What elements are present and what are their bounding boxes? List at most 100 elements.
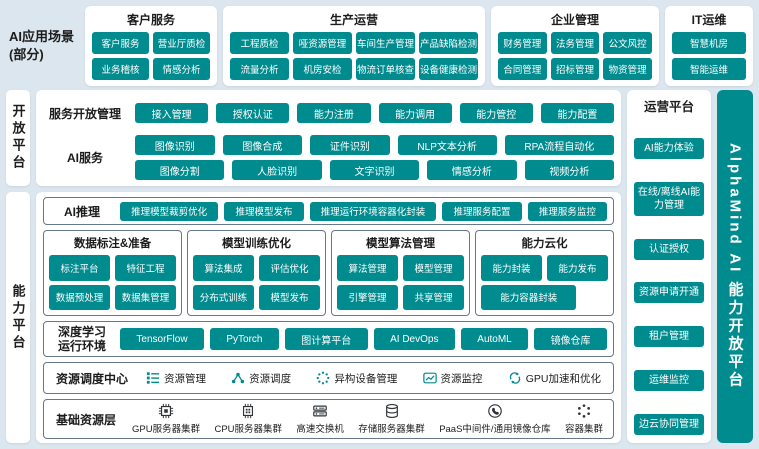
ops-chip: 资源申请开通 bbox=[634, 282, 704, 304]
scenario-chip: 情感分析 bbox=[153, 58, 210, 80]
platform-side-labels: 开放平台 能力平台 bbox=[6, 90, 30, 443]
scheduling-item: 资源管理 bbox=[146, 371, 206, 386]
scenario-chip: 合同管理 bbox=[498, 58, 547, 80]
base-items: GPU服务器集群 CPU服务器集群 高速交换机 存储服务器集群 bbox=[128, 403, 607, 435]
base-item: PaaS中间件/通用镜像仓库 bbox=[439, 403, 551, 435]
chip-rows: 图像识别 图像合成 证件识别 NLP文本分析 RPA流程自动化 图像分割 人脸识… bbox=[135, 135, 615, 180]
chart-monitor-icon bbox=[422, 372, 437, 384]
group-title: IT运维 bbox=[691, 13, 727, 27]
capability-chip: 推理模型裁剪优化 bbox=[120, 201, 219, 221]
scenario-chip: 财务管理 bbox=[498, 32, 547, 54]
gpu-chip-icon bbox=[158, 403, 174, 419]
open-platform-side-label: 开放平台 bbox=[6, 90, 30, 186]
capability-platform-side-label: 能力平台 bbox=[6, 192, 30, 443]
deep-learning-env-row: 深度学习 运行环境 TensorFlow PyTorch 图计算平台 AI De… bbox=[43, 321, 614, 357]
base-item: 存储服务器集群 bbox=[358, 403, 425, 435]
row-title: 深度学习 运行环境 bbox=[50, 325, 114, 354]
quad-grid: 算法集成 评估优化 分布式训练 模型发布 bbox=[193, 255, 320, 310]
capability-chip: 能力注册 bbox=[297, 103, 371, 123]
quad-capability-cloud: 能力云化 能力封装 能力发布 能力容器封装 bbox=[475, 230, 614, 316]
base-item-label: PaaS中间件/通用镜像仓库 bbox=[439, 424, 551, 435]
capability-chip: 推理服务配置 bbox=[442, 201, 522, 221]
capability-chip: 人脸识别 bbox=[232, 160, 322, 180]
capability-chip: 图像识别 bbox=[135, 135, 215, 155]
cpu-chip-icon bbox=[243, 403, 254, 419]
quad-title: 能力云化 bbox=[521, 238, 568, 250]
capability-chip: 特征工程 bbox=[115, 255, 176, 281]
paas-icon bbox=[488, 404, 502, 418]
capability-chip: 图像分割 bbox=[135, 160, 225, 180]
chip-row: 推理模型裁剪优化 推理模型发布 推理运行环境容器化封装 推理服务配置 推理服务监… bbox=[120, 201, 607, 221]
scenario-chip: 物流订单核查 bbox=[356, 58, 415, 80]
capability-platform-panel: AI推理 推理模型裁剪优化 推理模型发布 推理运行环境容器化封装 推理服务配置 … bbox=[36, 192, 621, 443]
capability-chip: 标注平台 bbox=[49, 255, 110, 281]
base-item: GPU服务器集群 bbox=[132, 403, 200, 435]
scenario-chip: 物资管理 bbox=[603, 58, 652, 80]
group-title: 客户服务 bbox=[126, 13, 175, 27]
switch-icon bbox=[313, 405, 327, 417]
capability-chip: 情感分析 bbox=[427, 160, 517, 180]
brand-side-bar: AlphaMind AI 能力开放平台 bbox=[717, 90, 753, 443]
scheduling-item-label: 异构设备管理 bbox=[334, 372, 398, 385]
scenario-label-line1: AI应用场景 bbox=[9, 29, 75, 45]
capability-chip: AutoML bbox=[460, 328, 529, 350]
scheduling-item: GPU加速和优化 bbox=[508, 371, 601, 386]
scheduling-item-label: 资源调度 bbox=[249, 372, 292, 385]
quad-model-algorithm: 模型算法管理 算法管理 模型管理 引擎管理 共享管理 bbox=[331, 230, 470, 316]
open-platform-panel: 服务开放管理 接入管理 授权认证 能力注册 能力调用 能力管控 能力配置 AI服… bbox=[36, 90, 621, 186]
scheduling-item-label: 资源管理 bbox=[164, 372, 206, 385]
capability-chip: 模型发布 bbox=[259, 284, 320, 310]
quad-data-labeling: 数据标注&准备 标注平台 特征工程 数据预处理 数据集管理 bbox=[43, 230, 182, 316]
capability-chip: 授权认证 bbox=[216, 103, 290, 123]
platform-content: 服务开放管理 接入管理 授权认证 能力注册 能力调用 能力管控 能力配置 AI服… bbox=[36, 90, 621, 443]
scenario-chip: 智能运维 bbox=[672, 58, 746, 80]
base-item: 高速交换机 bbox=[296, 403, 344, 435]
quad-grid: 标注平台 特征工程 数据预处理 数据集管理 bbox=[49, 255, 176, 310]
capability-chip: 图像合成 bbox=[222, 135, 303, 155]
capability-chip: 视频分析 bbox=[524, 160, 615, 180]
cycle-arrows-icon bbox=[509, 372, 520, 384]
scenario-section: AI应用场景 (部分) 客户服务 客户服务 营业厅质检 业务稽核 情感分析 生产… bbox=[0, 0, 759, 90]
quad-grid: 算法管理 模型管理 引擎管理 共享管理 bbox=[337, 255, 464, 310]
capability-chip: 能力发布 bbox=[547, 255, 608, 281]
scenario-chip: 公文风控 bbox=[603, 32, 652, 54]
ops-chip: 边云协同管理 bbox=[634, 413, 704, 435]
group-title: 企业管理 bbox=[550, 13, 599, 27]
capability-chip: 推理服务监控 bbox=[527, 201, 607, 221]
resource-scheduling-row: 资源调度中心 资源管理 资源调度 异构设备管理 bbox=[43, 362, 614, 394]
scenario-group-enterprise-mgmt: 企业管理 财务管理 法务管理 公文风控 合同管理 招标管理 物资管理 bbox=[491, 6, 659, 86]
base-item-label: 容器集群 bbox=[564, 424, 603, 435]
quad-model-training: 模型训练优化 算法集成 评估优化 分布式训练 模型发布 bbox=[187, 230, 326, 316]
capability-chip: 分布式训练 bbox=[193, 284, 254, 310]
main-section: 开放平台 能力平台 服务开放管理 接入管理 授权认证 能力注册 能力调用 能力管… bbox=[0, 90, 759, 449]
capability-chip: 接入管理 bbox=[135, 103, 209, 123]
capability-chip: 能力封装 bbox=[481, 255, 542, 281]
capability-chip: 证件识别 bbox=[310, 135, 390, 155]
ai-inference-row: AI推理 推理模型裁剪优化 推理模型发布 推理运行环境容器化封装 推理服务配置 … bbox=[43, 197, 614, 225]
scenario-chip: 流量分析 bbox=[230, 58, 289, 80]
capability-chip: 能力管控 bbox=[459, 103, 533, 123]
row-title: AI推理 bbox=[63, 204, 100, 219]
capability-chip: 模型管理 bbox=[403, 255, 464, 281]
scenario-group-it-ops: IT运维 智慧机房 智能运维 bbox=[665, 6, 753, 86]
scenario-group-production-ops: 生产运营 工程质检 哑资源管理 车间生产管理 产品缺陷检测 流量分析 机房安检 … bbox=[223, 6, 485, 86]
topology-icon bbox=[232, 372, 245, 384]
ai-service-row: AI服务 图像识别 图像合成 证件识别 NLP文本分析 RPA流程自动化 图像分… bbox=[43, 135, 615, 180]
capability-chip: 文字识别 bbox=[329, 160, 420, 180]
row-title: 资源调度中心 bbox=[55, 371, 128, 386]
capability-chip: AI DevOps bbox=[373, 328, 455, 350]
scenario-chip: 法务管理 bbox=[550, 32, 600, 54]
group-title: 生产运营 bbox=[329, 13, 378, 27]
capability-chip: NLP文本分析 bbox=[397, 135, 497, 155]
quad-grid: 能力封装 能力发布 能力容器封装 bbox=[481, 255, 608, 310]
operations-platform-title: 运营平台 bbox=[643, 100, 694, 114]
scenario-chip: 营业厅质检 bbox=[153, 32, 210, 54]
row-title: 服务开放管理 bbox=[48, 106, 121, 121]
scenario-chip: 招标管理 bbox=[550, 58, 600, 80]
scenario-chip: 业务稽核 bbox=[92, 58, 149, 80]
capability-chip: 算法集成 bbox=[193, 255, 254, 281]
scenario-label-line2: (部分) bbox=[9, 47, 44, 62]
scenario-chip: 机房安检 bbox=[293, 58, 352, 80]
container-cluster-icon bbox=[577, 404, 590, 418]
scenario-section-label: AI应用场景 (部分) bbox=[6, 6, 79, 86]
